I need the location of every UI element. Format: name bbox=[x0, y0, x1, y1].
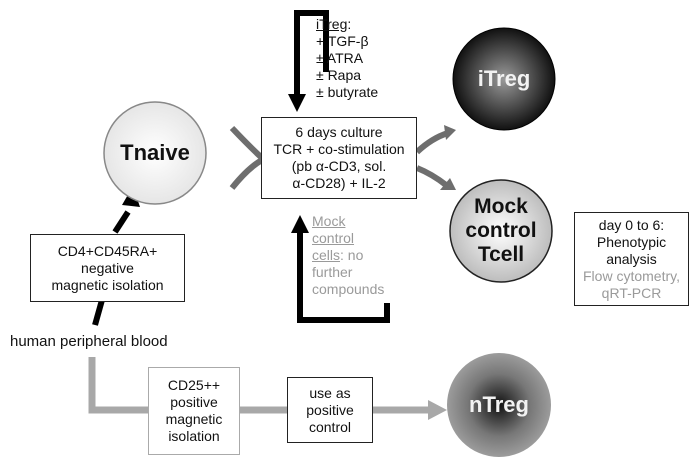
culture-line: α-CD28) + IL-2 bbox=[292, 175, 386, 191]
mock-heading-line: Mock bbox=[312, 213, 346, 229]
analysis-method: Flow cytometry, bbox=[583, 267, 680, 284]
ntreg-label: nTreg bbox=[469, 392, 529, 417]
source-label: human peripheral blood bbox=[10, 333, 168, 350]
itreg-circle: iTreg bbox=[453, 28, 555, 130]
mock-label-line3: Tcell bbox=[477, 243, 525, 266]
curve-out-mock-head bbox=[440, 178, 456, 190]
curve-out-mock bbox=[415, 165, 448, 188]
ntreg-path bbox=[88, 357, 430, 414]
itreg-conditions-heading: iTreg: bbox=[316, 16, 352, 32]
itreg-input-arrow bbox=[294, 10, 329, 97]
curve-out-itreg-head bbox=[444, 125, 456, 140]
mock-control-circle: Mock control Tcell bbox=[450, 180, 552, 282]
isolation-line: CD4+CD45RA+ bbox=[57, 242, 158, 259]
cd25-line: magnetic bbox=[165, 411, 223, 427]
tnaive-label: Tnaive bbox=[120, 140, 190, 165]
itreg-circle-shape bbox=[452, 27, 556, 131]
curve-in-top bbox=[229, 125, 265, 161]
itreg-conditions: iTreg: + TGF-β ± ATRA ± Rapa ± butyrate bbox=[316, 16, 378, 101]
cd25-isolation-box: CD25++ positive magnetic isolation bbox=[148, 367, 240, 455]
analysis-line: analysis bbox=[606, 250, 657, 267]
mock-input-arrowhead bbox=[291, 215, 309, 233]
positive-control-box: use as positive control bbox=[287, 377, 373, 443]
ntreg-arrowhead bbox=[428, 400, 447, 420]
to-tnaive-arrow-upper bbox=[112, 210, 131, 234]
mock-rest-line: compounds bbox=[312, 281, 385, 297]
culture-line: TCR + co-stimulation bbox=[273, 141, 405, 157]
tnaive-circle-shape bbox=[103, 101, 207, 205]
mock-circle-shape bbox=[449, 179, 553, 283]
analysis-box: day 0 to 6: Phenotypic analysis Flow cyt… bbox=[574, 212, 689, 306]
positive-control-line: control bbox=[308, 418, 352, 435]
itreg-condition-item: + TGF-β bbox=[316, 33, 369, 49]
culture-line: (pb α-CD3, sol. bbox=[291, 158, 387, 174]
curve-in-bottom bbox=[229, 157, 264, 190]
mock-heading-line: control bbox=[312, 230, 355, 246]
itreg-input-arrowhead bbox=[288, 94, 306, 112]
positive-control-line: use as bbox=[309, 384, 351, 401]
cd25-line: positive bbox=[170, 394, 218, 410]
cd25-line: isolation bbox=[168, 428, 220, 444]
curve-out-itreg bbox=[414, 130, 449, 155]
ntreg-circle: nTreg bbox=[447, 353, 551, 457]
mock-input-arrow bbox=[297, 230, 390, 323]
analysis-method: qRT-PCR bbox=[601, 284, 662, 301]
to-tnaive-arrow bbox=[92, 299, 105, 326]
tnaive-circle: Tnaive bbox=[104, 102, 206, 204]
cd25-line: CD25++ bbox=[167, 377, 221, 393]
mock-label-line1: Mock bbox=[474, 195, 528, 218]
itreg-label: iTreg bbox=[477, 66, 531, 91]
isolation-line: magnetic isolation bbox=[51, 276, 164, 293]
cd4-isolation-box: CD4+CD45RA+ negative magnetic isolation bbox=[30, 234, 185, 302]
analysis-line: day 0 to 6: bbox=[598, 216, 665, 233]
mock-heading-line: cells: no bbox=[312, 247, 364, 263]
itreg-condition-item: ± Rapa bbox=[316, 67, 362, 83]
analysis-line: Phenotypic bbox=[596, 233, 667, 250]
mock-conditions: Mock control cells: no further compounds bbox=[312, 213, 384, 298]
ntreg-circle-shape bbox=[447, 353, 551, 457]
isolation-line: negative bbox=[81, 259, 134, 276]
mock-rest-line: further bbox=[312, 264, 353, 280]
itreg-condition-item: ± ATRA bbox=[316, 50, 364, 66]
culture-box: 6 days culture TCR + co-stimulation (pb … bbox=[261, 117, 417, 199]
positive-control-line: positive bbox=[306, 401, 354, 418]
culture-line: 6 days culture bbox=[295, 124, 383, 140]
itreg-condition-item: ± butyrate bbox=[316, 84, 379, 100]
mock-label-line2: control bbox=[465, 219, 537, 242]
